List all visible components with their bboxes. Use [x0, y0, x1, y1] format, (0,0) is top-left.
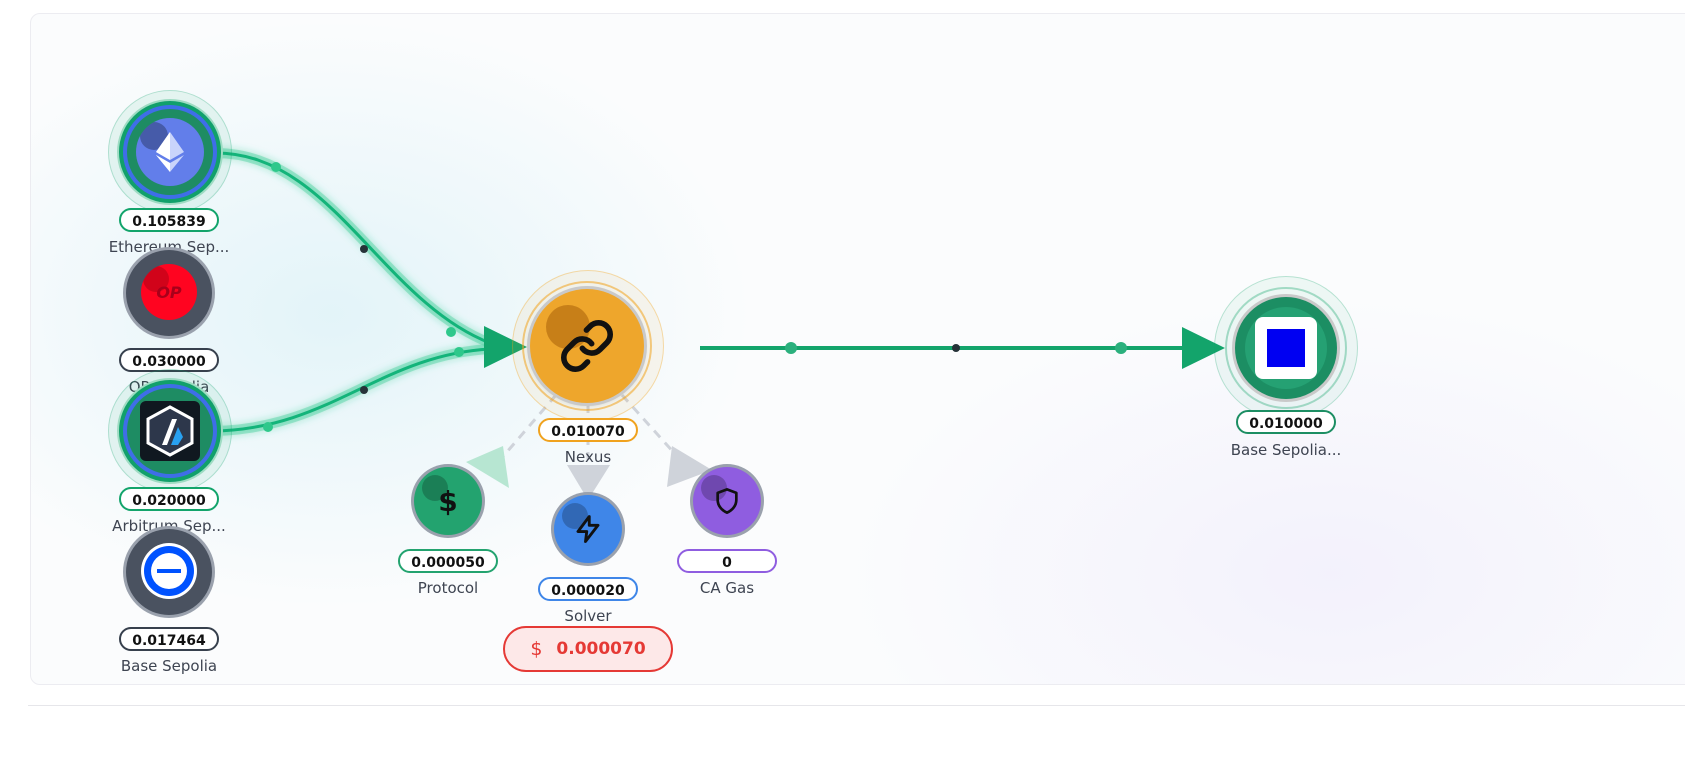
source-amount: 0.017464 [119, 627, 219, 651]
dollar-icon: $ [438, 484, 458, 518]
ethereum-icon [136, 118, 204, 186]
edge-arbitrum-to-nexus-line [211, 347, 491, 433]
edge-dot [952, 344, 960, 352]
edge-dot [360, 386, 368, 394]
source-label: Arbitrum Sep... [112, 517, 226, 535]
arbitrum-icon [140, 401, 200, 461]
dollar-icon: $ [530, 638, 543, 660]
hub-label: Nexus [564, 448, 612, 466]
edge-ethereum-to-nexus [211, 147, 492, 348]
edge-dot [263, 422, 273, 432]
fee-node-solver[interactable] [554, 495, 622, 563]
source-amount: 0.105839 [119, 208, 219, 232]
source-amount: 0.020000 [119, 487, 219, 511]
arrowhead-ca-gas [667, 446, 712, 487]
link-icon [530, 289, 644, 403]
fee-amount: 0.000050 [398, 549, 498, 573]
total-fee-badge: $ 0.000070 [503, 626, 673, 672]
op-icon: OP [156, 282, 182, 302]
fee-node-ca-gas[interactable] [693, 467, 761, 535]
edge-ethereum-to-nexus-line [211, 151, 491, 345]
destination-label: Base Sepolia... [1230, 441, 1342, 459]
arrowhead-solver [567, 465, 610, 500]
source-label: Base Sepolia [120, 657, 218, 675]
base-icon [144, 546, 194, 596]
edge-dot [454, 347, 464, 357]
edge-nexus-to-ca-gas [620, 393, 678, 457]
edge-dot [1115, 342, 1127, 354]
edge-nexus-to-protocol [498, 394, 558, 461]
fee-node-protocol[interactable]: $ [414, 467, 482, 535]
arrowhead-into-destination [1182, 327, 1225, 369]
edge-dot [785, 342, 797, 354]
arrowhead-into-nexus [484, 326, 527, 368]
fee-label: CA Gas [699, 579, 755, 597]
edge-dot [271, 162, 281, 172]
shield-icon [693, 467, 761, 535]
fee-amount: 0.000020 [538, 577, 638, 601]
total-fee-amount: 0.000070 [556, 639, 646, 659]
edge-arbitrum-to-nexus [211, 344, 491, 436]
source-label: Ethereum Sep... [108, 238, 230, 256]
edge-dot [446, 327, 456, 337]
edge-dot [360, 245, 368, 253]
lightning-icon [554, 495, 622, 563]
hub-amount: 0.010070 [538, 418, 638, 442]
fee-amount: 0 [677, 549, 777, 573]
destination-amount: 0.010000 [1236, 410, 1336, 434]
square-icon [1255, 317, 1317, 379]
fee-label: Protocol [417, 579, 479, 597]
fee-label: Solver [564, 607, 612, 625]
divider [28, 705, 1685, 706]
arrowhead-protocol [466, 446, 509, 488]
